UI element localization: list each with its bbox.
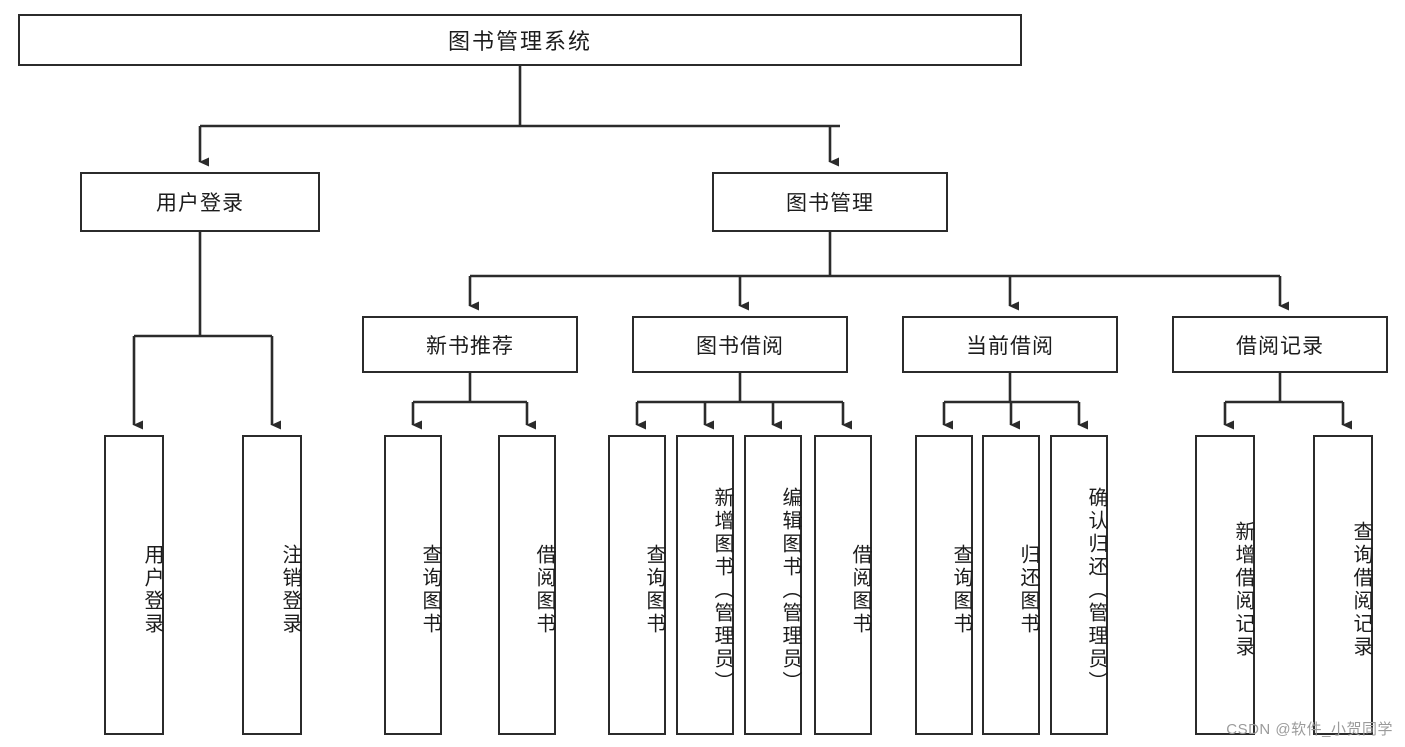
- node-leaf-query-book-1[interactable]: 查询图书: [384, 435, 442, 735]
- node-leaf-edit-book[interactable]: 编辑图书（管理员）: [744, 435, 802, 735]
- node-borrow-record[interactable]: 借阅记录: [1172, 316, 1388, 373]
- node-label: 查询图书: [950, 544, 972, 636]
- node-label: 新增图书（管理员）: [711, 486, 733, 694]
- node-book-borrow[interactable]: 图书借阅: [632, 316, 848, 373]
- node-leaf-query-book-3[interactable]: 查询图书: [915, 435, 973, 735]
- node-label: 归还图书: [1017, 544, 1039, 636]
- node-leaf-confirm-return[interactable]: 确认归还（管理员）: [1050, 435, 1108, 735]
- node-label: 用户登录: [141, 544, 163, 636]
- node-label: 查询借阅记录: [1350, 521, 1372, 659]
- node-label: 当前借阅: [966, 334, 1054, 358]
- node-label: 新增借阅记录: [1232, 521, 1254, 659]
- node-label: 编辑图书（管理员）: [779, 486, 801, 694]
- node-leaf-add-book[interactable]: 新增图书（管理员）: [676, 435, 734, 735]
- node-label: 图书管理系统: [447, 29, 592, 54]
- node-label: 图书管理: [786, 192, 874, 215]
- node-label: 用户登录: [156, 192, 244, 215]
- node-leaf-borrow-book-2[interactable]: 借阅图书: [814, 435, 872, 735]
- node-user-login[interactable]: 用户登录: [80, 172, 320, 232]
- node-label: 借阅图书: [533, 544, 555, 636]
- node-leaf-query-record[interactable]: 查询借阅记录: [1313, 435, 1373, 735]
- watermark-text: CSDN @软件_小贺同学: [1226, 721, 1393, 738]
- node-label: 注销登录: [279, 544, 301, 636]
- node-label: 借阅图书: [849, 544, 871, 636]
- node-leaf-borrow-book-1[interactable]: 借阅图书: [498, 435, 556, 735]
- node-label: 图书借阅: [696, 334, 784, 358]
- node-label: 查询图书: [643, 544, 665, 636]
- node-leaf-user-login[interactable]: 用户登录: [104, 435, 164, 735]
- node-new-book-recommend[interactable]: 新书推荐: [362, 316, 578, 373]
- node-leaf-query-book-2[interactable]: 查询图书: [608, 435, 666, 735]
- node-leaf-return-book[interactable]: 归还图书: [982, 435, 1040, 735]
- node-leaf-add-record[interactable]: 新增借阅记录: [1195, 435, 1255, 735]
- node-label: 新书推荐: [426, 334, 514, 358]
- node-book-management[interactable]: 图书管理: [712, 172, 948, 232]
- node-current-borrow[interactable]: 当前借阅: [902, 316, 1118, 373]
- node-label: 查询图书: [419, 544, 441, 636]
- node-label: 确认归还（管理员）: [1085, 486, 1107, 694]
- node-leaf-logout-login[interactable]: 注销登录: [242, 435, 302, 735]
- node-book-management-system[interactable]: 图书管理系统: [18, 14, 1022, 66]
- node-label: 借阅记录: [1236, 334, 1324, 358]
